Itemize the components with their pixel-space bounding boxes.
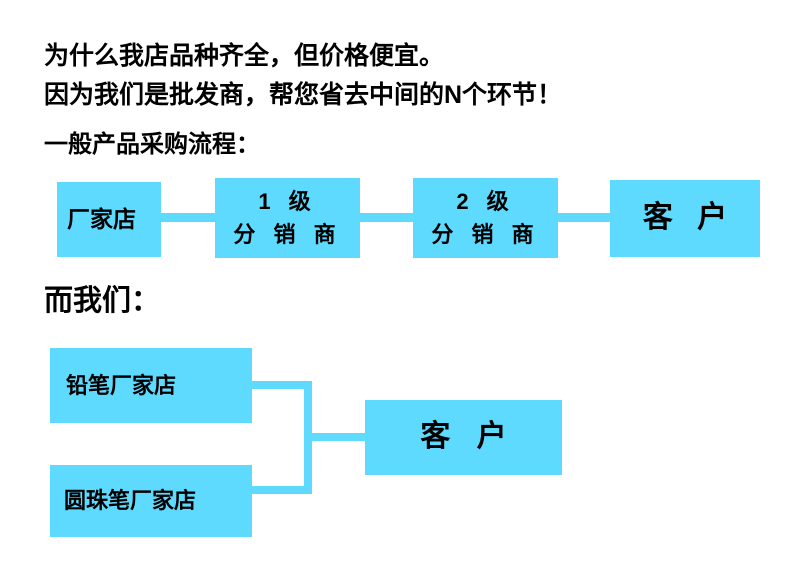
standard-flow-label: 一般产品采购流程： xyxy=(44,131,260,158)
node-label: 客 户 xyxy=(420,420,516,454)
connector-tier1-to-tier2 xyxy=(357,213,416,222)
node-label-line-1: 1 级 xyxy=(258,189,317,215)
headline-line-2: 因为我们是批发商，帮您省去中间的N个环节！ xyxy=(44,81,563,109)
connector-bracket-top-arm xyxy=(250,381,312,389)
node-customer-our-flow: 客 户 xyxy=(365,400,562,475)
connector-bracket-bottom-arm xyxy=(250,486,312,494)
connector-factory-to-tier1 xyxy=(158,213,218,222)
node-label: 铅笔厂家店 xyxy=(66,372,177,398)
node-factory-store: 厂家店 xyxy=(57,182,161,257)
node-label-line-2: 分 销 商 xyxy=(233,221,342,247)
headline-line-1: 为什么我店品种齐全，但价格便宜。 xyxy=(44,42,445,70)
node-pencil-factory-store: 铅笔厂家店 xyxy=(50,348,252,423)
node-label: 圆珠笔厂家店 xyxy=(64,488,197,514)
node-tier1-distributor: 1 级 分 销 商 xyxy=(215,178,360,258)
node-label: 客 户 xyxy=(642,201,736,235)
node-label: 厂家店 xyxy=(67,206,136,233)
connector-bracket-stem xyxy=(304,433,367,441)
node-label-line-2: 分 销 商 xyxy=(431,221,540,247)
node-ballpoint-factory-store: 圆珠笔厂家店 xyxy=(50,465,252,537)
connector-tier2-to-customer xyxy=(555,213,613,222)
node-label-line-1: 2 级 xyxy=(456,189,515,215)
our-flow-label: 而我们： xyxy=(44,285,161,317)
node-tier2-distributor: 2 级 分 销 商 xyxy=(413,178,558,258)
node-customer-standard-flow: 客 户 xyxy=(610,180,760,257)
